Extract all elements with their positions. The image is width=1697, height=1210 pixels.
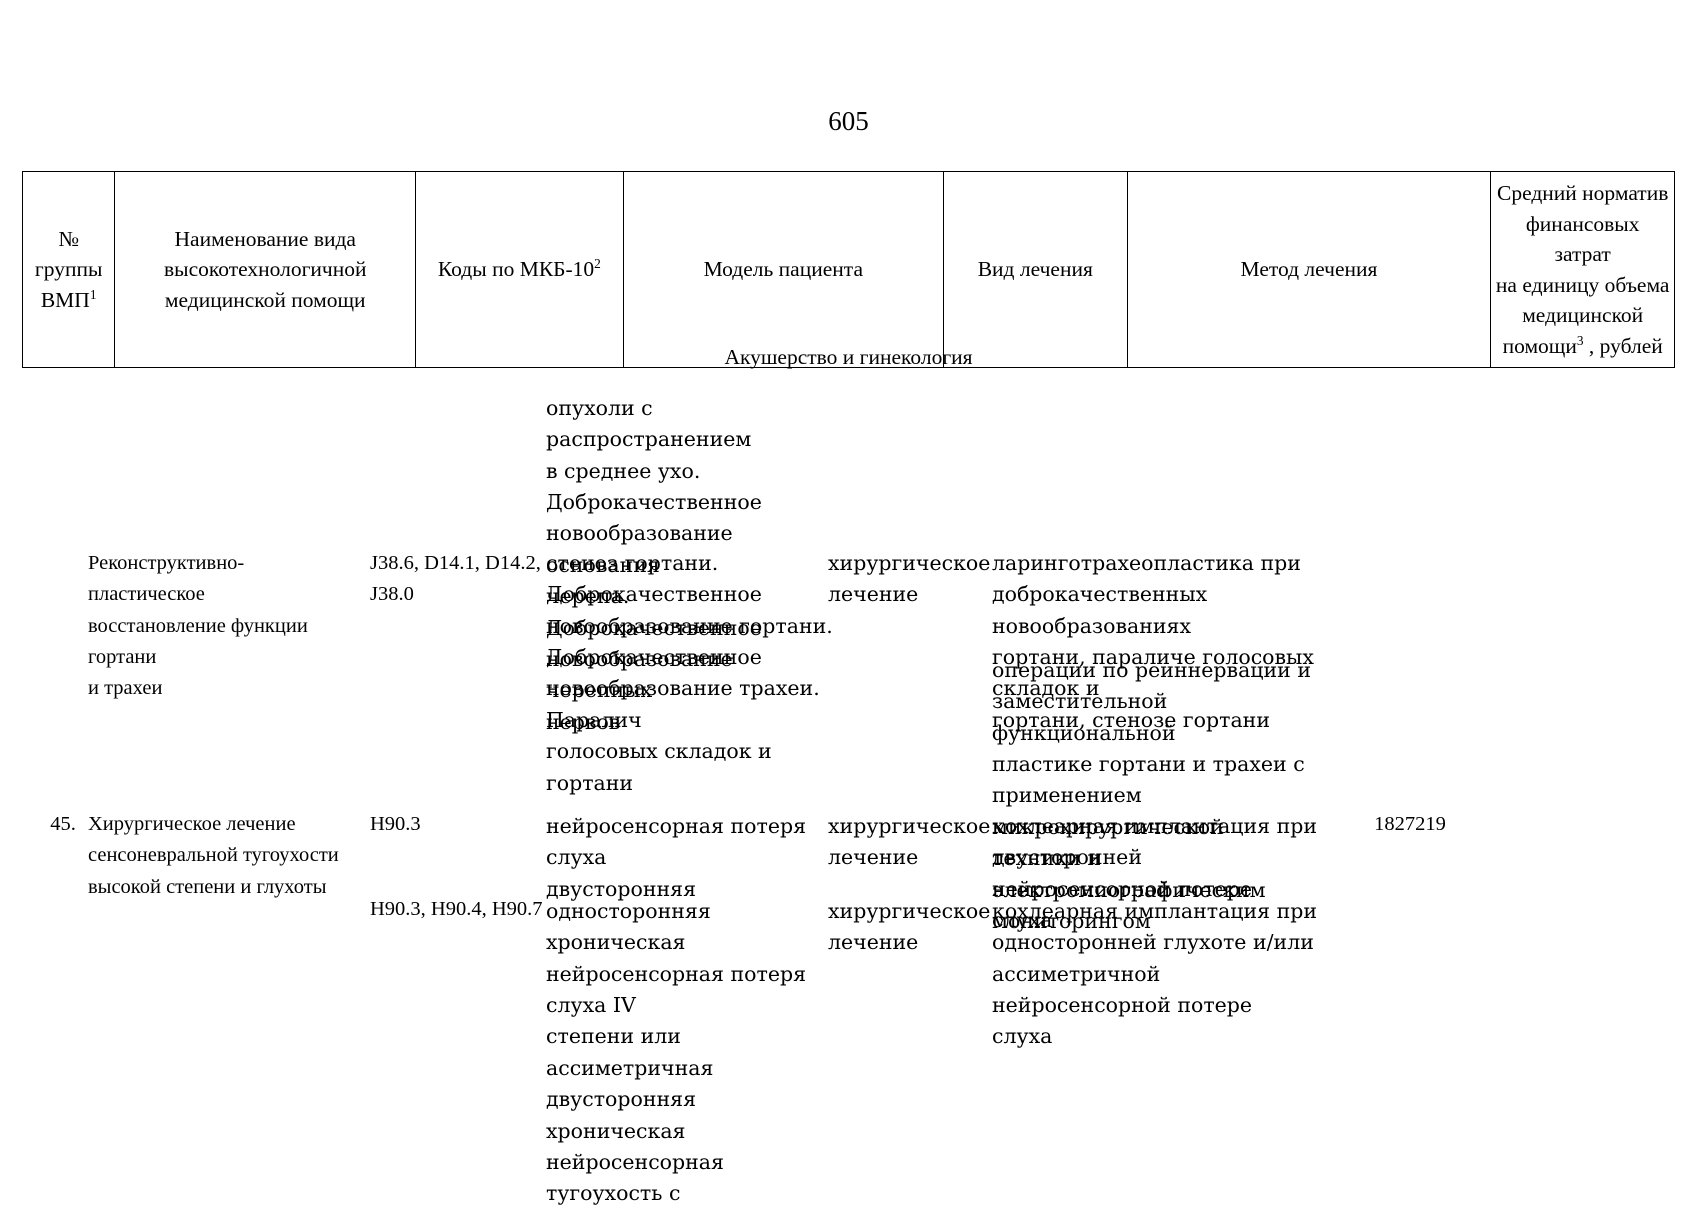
- table-row-3-treatment-type: хирургическое лечение: [828, 899, 991, 955]
- header-group-footnote: 1: [89, 286, 97, 302]
- table-row-2-treatment-method: кохлеарная имплантация при двусторонней …: [992, 814, 1318, 933]
- header-cost-line5-suffix: , рублей: [1583, 333, 1663, 358]
- header-patient-model-label: Модель пациента: [703, 257, 863, 282]
- header-codes-label: Коды по МКБ-10: [437, 257, 595, 282]
- table-row-1-codes: J38.6, D14.1, D14.2, J38.0: [370, 552, 541, 606]
- table-row-2-treatment-type: хирургическое лечение: [828, 814, 991, 870]
- table-row-3-treatment-method: кохлеарная имплантация при односторонней…: [992, 899, 1318, 1049]
- header-cell-treatment-type: Вид лечения: [943, 170, 1128, 369]
- header-cost-line5: помощи: [1502, 333, 1577, 358]
- table-row-2-name: Хирургическое лечение сенсоневральной ту…: [88, 813, 339, 898]
- header-cost-line1: Средний норматив: [1497, 181, 1669, 205]
- table-header-row: № группы ВМП1 Наименование вида высокоте…: [21, 170, 1675, 369]
- table-row-1-patient-model: стеноз гортани. Доброкачественное новооб…: [546, 551, 833, 795]
- header-cell-treatment-method: Метод лечения: [1126, 170, 1492, 369]
- header-cost-line3: на единицу объема: [1495, 272, 1670, 297]
- header-codes-footnote: 2: [594, 256, 601, 272]
- table-row-1-treatment-type: хирургическое лечение: [828, 551, 991, 607]
- header-cell-patient-model: Модель пациента: [622, 170, 945, 369]
- section-title: Акушерство и гинекология: [724, 345, 973, 369]
- table-row-2-number: 45.: [50, 813, 76, 835]
- table-header: № группы ВМП1 Наименование вида высокоте…: [21, 170, 1675, 369]
- header-cost-line2: финансовых затрат: [1525, 211, 1640, 267]
- table-row-1-treatment-method-secondary: операции по реиннервации и заместительно…: [992, 658, 1311, 933]
- table-row-3-patient-model: односторонняя хроническая нейросенсорная…: [546, 899, 807, 1206]
- table-row-2-patient-model: нейросенсорная потеря слуха двусторонняя: [546, 814, 807, 901]
- table-row-3-codes: H90.3, H90.4, H90.7: [370, 898, 543, 920]
- page-number: 605: [828, 106, 869, 136]
- table-row-0-patient-model: опухоли с распространением в среднее ухо…: [546, 396, 762, 734]
- header-group-line3: ВМП: [40, 287, 90, 312]
- header-cell-cost: Средний норматив финансовых затрат на ед…: [1490, 170, 1675, 369]
- table-row-2-codes: H90.3: [370, 813, 421, 835]
- header-group-line2: группы: [34, 257, 103, 282]
- table-row-1-name: Реконструктивно-пластическое восстановле…: [88, 552, 308, 700]
- header-cell-name: Наименование вида высокотехнологичной ме…: [114, 170, 417, 369]
- header-group-line1: №: [58, 226, 79, 251]
- header-treatment-type-label: Вид лечения: [977, 257, 1093, 282]
- header-name-label: Наименование вида высокотехнологичной ме…: [164, 226, 367, 312]
- header-cost-footnote: 3: [1576, 332, 1584, 348]
- header-treatment-method-label: Метод лечения: [1240, 257, 1378, 282]
- header-cell-codes: Коды по МКБ-102: [415, 170, 624, 369]
- header-cell-group-number: № группы ВМП1: [21, 170, 116, 369]
- table-row-2-cost: 1827219: [1374, 813, 1446, 835]
- table-row-1-treatment-method: ларинготрахеопластика при доброкачествен…: [992, 551, 1314, 732]
- header-cost-line4: медицинской: [1522, 303, 1644, 328]
